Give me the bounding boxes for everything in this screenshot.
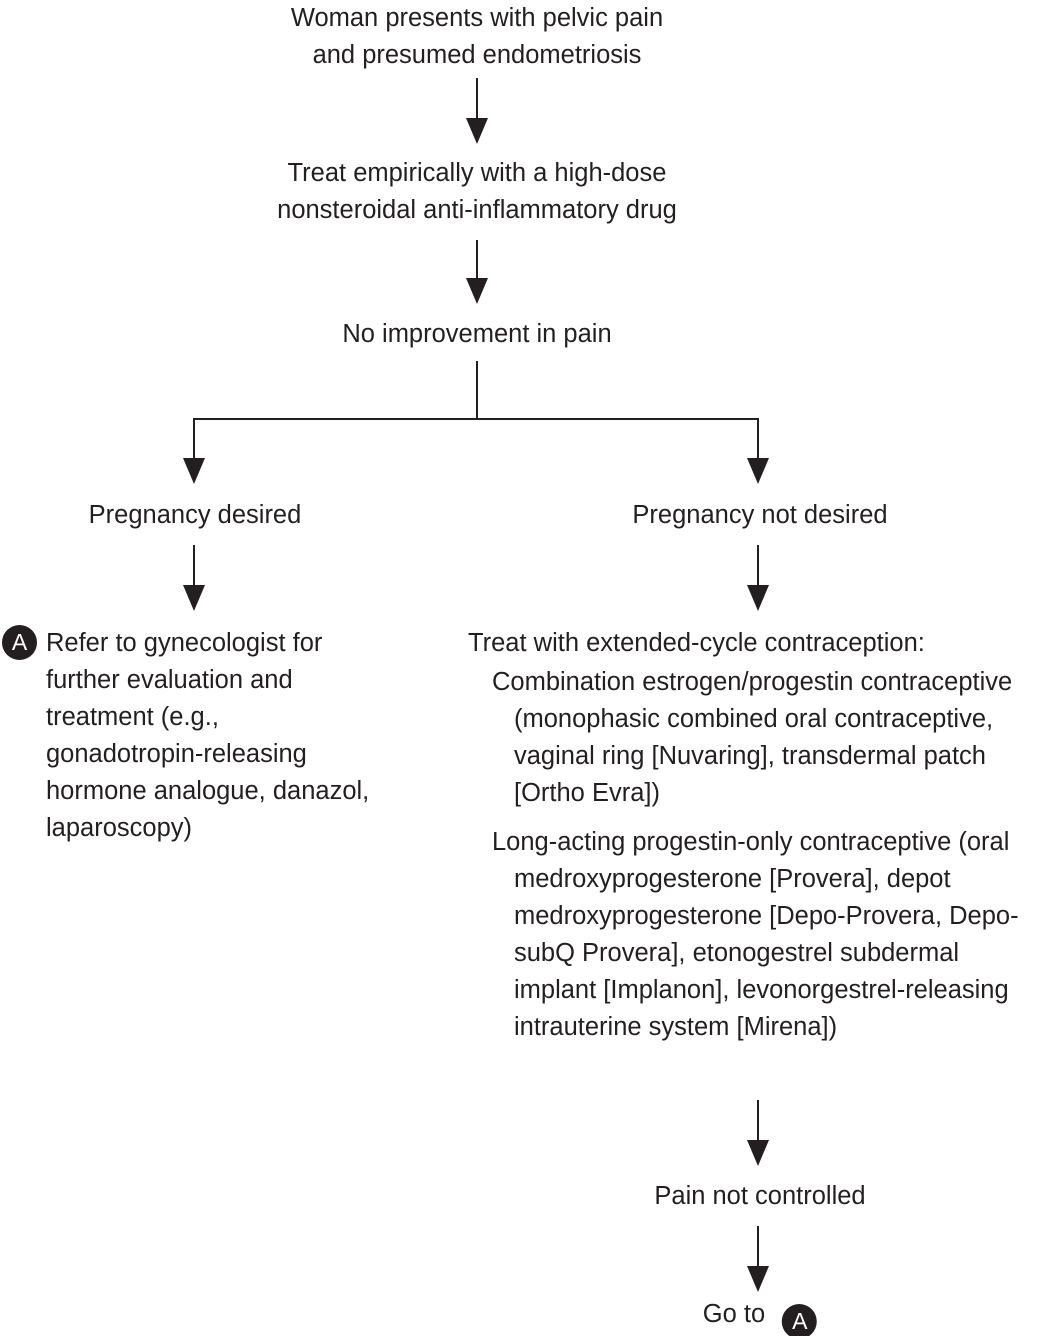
treatment-list-spacer (468, 812, 1046, 824)
treatment-heading: Treat with extended-cycle contraception: (468, 629, 925, 657)
node-no-improvement: No improvement in pain (342, 320, 612, 348)
goto-label: Go to (702, 1300, 766, 1328)
connector-treatment-to-pain-line (757, 1100, 759, 1150)
arrow-down-icon-left-branch (183, 458, 205, 484)
node-treat-nsaid: Treat empirically with a high-dose nonst… (277, 159, 677, 224)
circled-letter-badge-icon-anchor-a: A (2, 625, 37, 660)
connector-split-stem (476, 361, 478, 419)
circled-letter-badge-icon-goto-a: A (782, 1304, 818, 1336)
arrow-down-icon-start-to-nsaid (466, 118, 488, 144)
node-start: Woman presents with pelvic pain and pres… (290, 4, 664, 69)
node-pain-not-controlled: Pain not controlled (654, 1182, 866, 1210)
arrow-down-icon-treatment-to-pain (747, 1140, 769, 1166)
arrow-down-icon-nsaid-to-noimprovement (466, 278, 488, 304)
connector-nsaid-to-noimprovement-line (476, 240, 478, 288)
connector-pregnancy-not-desired-to-treat-line (757, 545, 759, 591)
connector-left-branch-line (193, 418, 195, 466)
treatment-item-combination: Combination estrogen/progestin contracep… (492, 668, 1013, 807)
arrow-down-icon-right-branch (747, 458, 769, 484)
arrow-down-icon-pregnancy-desired-to-refer (183, 585, 205, 611)
node-pregnancy-desired: Pregnancy desired (88, 501, 302, 529)
connector-start-to-nsaid-line (476, 78, 478, 126)
treatment-item-progestin-only: Long-acting progestin-only contraceptive… (492, 828, 1019, 1041)
node-goto-a: Go to A (702, 1296, 818, 1336)
node-refer-gynecologist: Refer to gynecologist for further evalua… (46, 629, 370, 842)
arrow-down-icon-pregnancy-not-desired-to-treat (747, 585, 769, 611)
node-pregnancy-not-desired: Pregnancy not desired (632, 501, 888, 529)
connector-right-branch-line (757, 418, 759, 466)
connector-pregnancy-desired-to-refer-line (193, 545, 195, 591)
connector-split-bar (193, 418, 759, 420)
treatment-list: Treat with extended-cycle contraception:… (468, 625, 1046, 1046)
arrow-down-icon-pain-to-goto (747, 1266, 769, 1292)
connector-pain-to-goto-line (757, 1226, 759, 1274)
